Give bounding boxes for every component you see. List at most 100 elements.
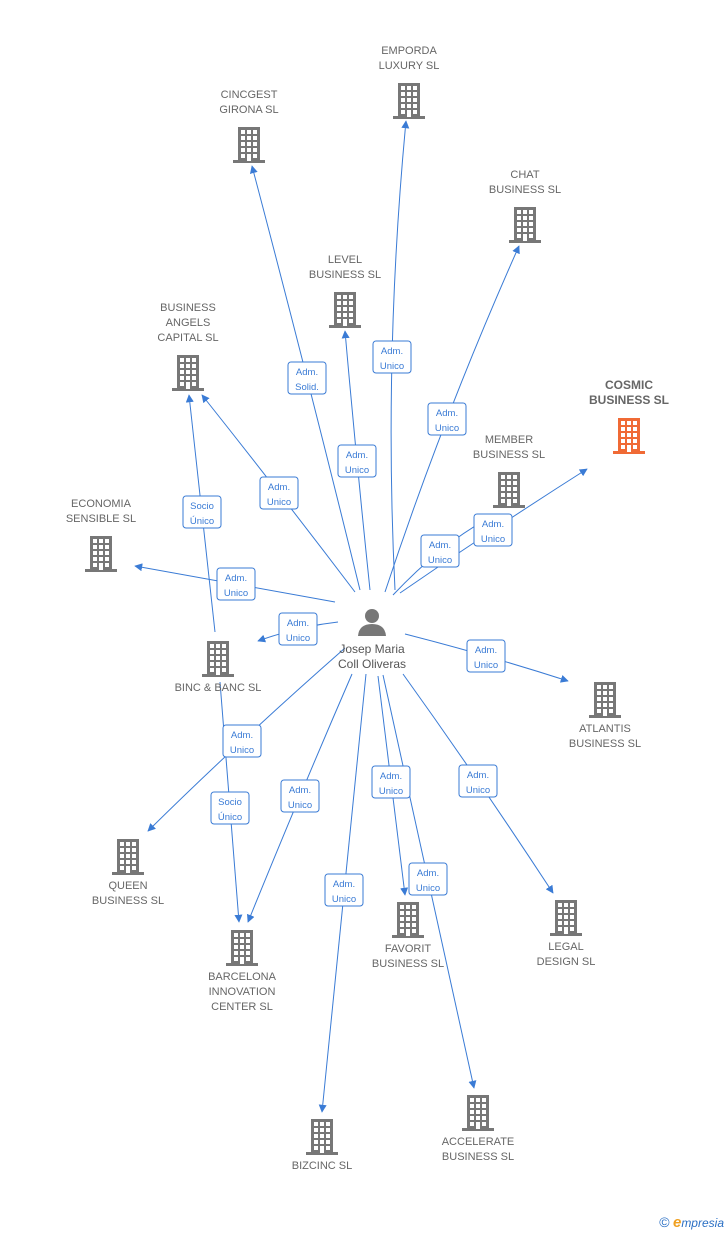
company-name: BIZCINC SL [292, 1160, 353, 1172]
building-icon[interactable] [329, 292, 361, 328]
company-name: EMPORDA [381, 45, 437, 57]
company-name: CHAT [510, 169, 539, 181]
edge-label-text: Socio [190, 501, 214, 512]
edge-label-text: Socio [218, 797, 242, 808]
building-icon[interactable] [306, 1119, 338, 1155]
company-name: BARCELONA [208, 971, 277, 983]
edge-label-text: Único [218, 812, 242, 823]
edge-label-text: Unico [481, 534, 505, 545]
building-icon[interactable] [493, 472, 525, 508]
edge-label-text: Adm. [287, 618, 309, 629]
edge-label-favorit[interactable]: Adm.Unico [371, 765, 411, 799]
edge-label-text: Adm. [346, 450, 368, 461]
company-name: BUSINESS SL [569, 738, 641, 750]
company-node-bizcinc[interactable]: BIZCINC SL [292, 1119, 353, 1172]
building-icon[interactable] [202, 641, 234, 677]
company-name: BUSINESS SL [372, 958, 444, 970]
company-node-binc[interactable]: BINC & BANC SL [175, 641, 262, 694]
edge-label-text: Solid. [295, 382, 319, 393]
building-icon[interactable] [589, 682, 621, 718]
building-icon[interactable] [172, 355, 204, 391]
edge-label-angels[interactable]: Adm.Unico [259, 476, 299, 510]
building-icon[interactable] [613, 418, 645, 454]
edge-label-text: Unico [288, 800, 312, 811]
edge-label-text: Adm. [231, 730, 253, 741]
edge-label-economia[interactable]: Adm.Unico [216, 567, 256, 601]
building-icon[interactable] [233, 127, 265, 163]
building-icon[interactable] [392, 902, 424, 938]
edge-label-text: Adm. [381, 346, 403, 357]
edge-label-level[interactable]: Adm. Unico [337, 444, 377, 478]
company-name: BUSINESS SL [442, 1151, 514, 1163]
brand-name: mpresia [681, 1216, 724, 1230]
empresia-logo[interactable]: © empresia [659, 1214, 724, 1231]
company-name: ACCELERATE [442, 1136, 515, 1148]
building-icon[interactable] [85, 536, 117, 572]
company-node-favorit[interactable]: FAVORIT BUSINESS SL [372, 902, 444, 970]
edge-label-text: Unico [230, 745, 254, 756]
building-icon[interactable] [112, 839, 144, 875]
edge-label-bizcinc[interactable]: Adm.Unico [324, 873, 364, 907]
edge-label-queen[interactable]: Adm. Unico [222, 724, 262, 758]
person-icon [358, 609, 386, 636]
edge-label-text: Unico [332, 894, 356, 905]
company-name: LEVEL [328, 254, 362, 266]
edge-label-cincgest[interactable]: Adm.Solid. [287, 361, 327, 395]
company-name: CAPITAL SL [157, 332, 218, 344]
building-icon[interactable] [462, 1095, 494, 1131]
edge-label-legal[interactable]: Adm.Unico [458, 764, 498, 798]
edge-label-text: Adm. [475, 645, 497, 656]
building-icon[interactable] [226, 930, 258, 966]
company-name: ECONOMIA [71, 498, 132, 510]
edge-label-text: Adm. [436, 408, 458, 419]
edge-label-atlantis[interactable]: Adm. Unico [466, 639, 506, 673]
edge-label-emporda[interactable]: Adm.Unico [372, 340, 412, 374]
building-icon[interactable] [509, 207, 541, 243]
company-node-accelerate[interactable]: ACCELERATE BUSINESS SL [442, 1095, 515, 1163]
edge-label-chat[interactable]: Adm. Unico [427, 402, 467, 436]
company-name: BUSINESS SL [309, 269, 381, 281]
company-node-level[interactable]: LEVEL BUSINESS SL [309, 254, 381, 328]
brand-initial: e [672, 1214, 682, 1231]
copyright-icon: © [659, 1214, 670, 1230]
edge-label-text: Único [190, 516, 214, 527]
edge-label-text: Adm. [429, 540, 451, 551]
edge-label-text: Unico [474, 660, 498, 671]
edge-labels-layer: Adm.UnicoAdm.Solid.Adm.UnicoAdm.UnicoAdm… [182, 340, 513, 907]
edge-label-text: Unico [286, 633, 310, 644]
edge-label-barcelona[interactable]: Adm.Unico [280, 779, 320, 813]
edge-label-text: Unico [435, 423, 459, 434]
company-name: FAVORIT [385, 943, 432, 955]
company-name: COSMIC [605, 378, 653, 392]
company-name: BUSINESS SL [92, 895, 164, 907]
company-name: CENTER SL [211, 1001, 273, 1013]
edge-label-text: Adm. [417, 868, 439, 879]
company-name: LEGAL [548, 941, 583, 953]
edge-label-text: Adm. [482, 519, 504, 530]
building-icon[interactable] [550, 900, 582, 936]
edge-label-text: Adm. [467, 770, 489, 781]
edge-label-cosmic[interactable]: Adm. Unico [473, 513, 513, 547]
edge-label-binc[interactable]: Adm. Unico [278, 612, 318, 646]
company-name: ANGELS [166, 317, 211, 329]
edge-label-text: Unico [345, 465, 369, 476]
edge-label-accelerate[interactable]: Adm.Unico [408, 862, 448, 896]
building-icon[interactable] [393, 83, 425, 119]
edge-label-member[interactable]: Adm.Unico [420, 534, 460, 568]
